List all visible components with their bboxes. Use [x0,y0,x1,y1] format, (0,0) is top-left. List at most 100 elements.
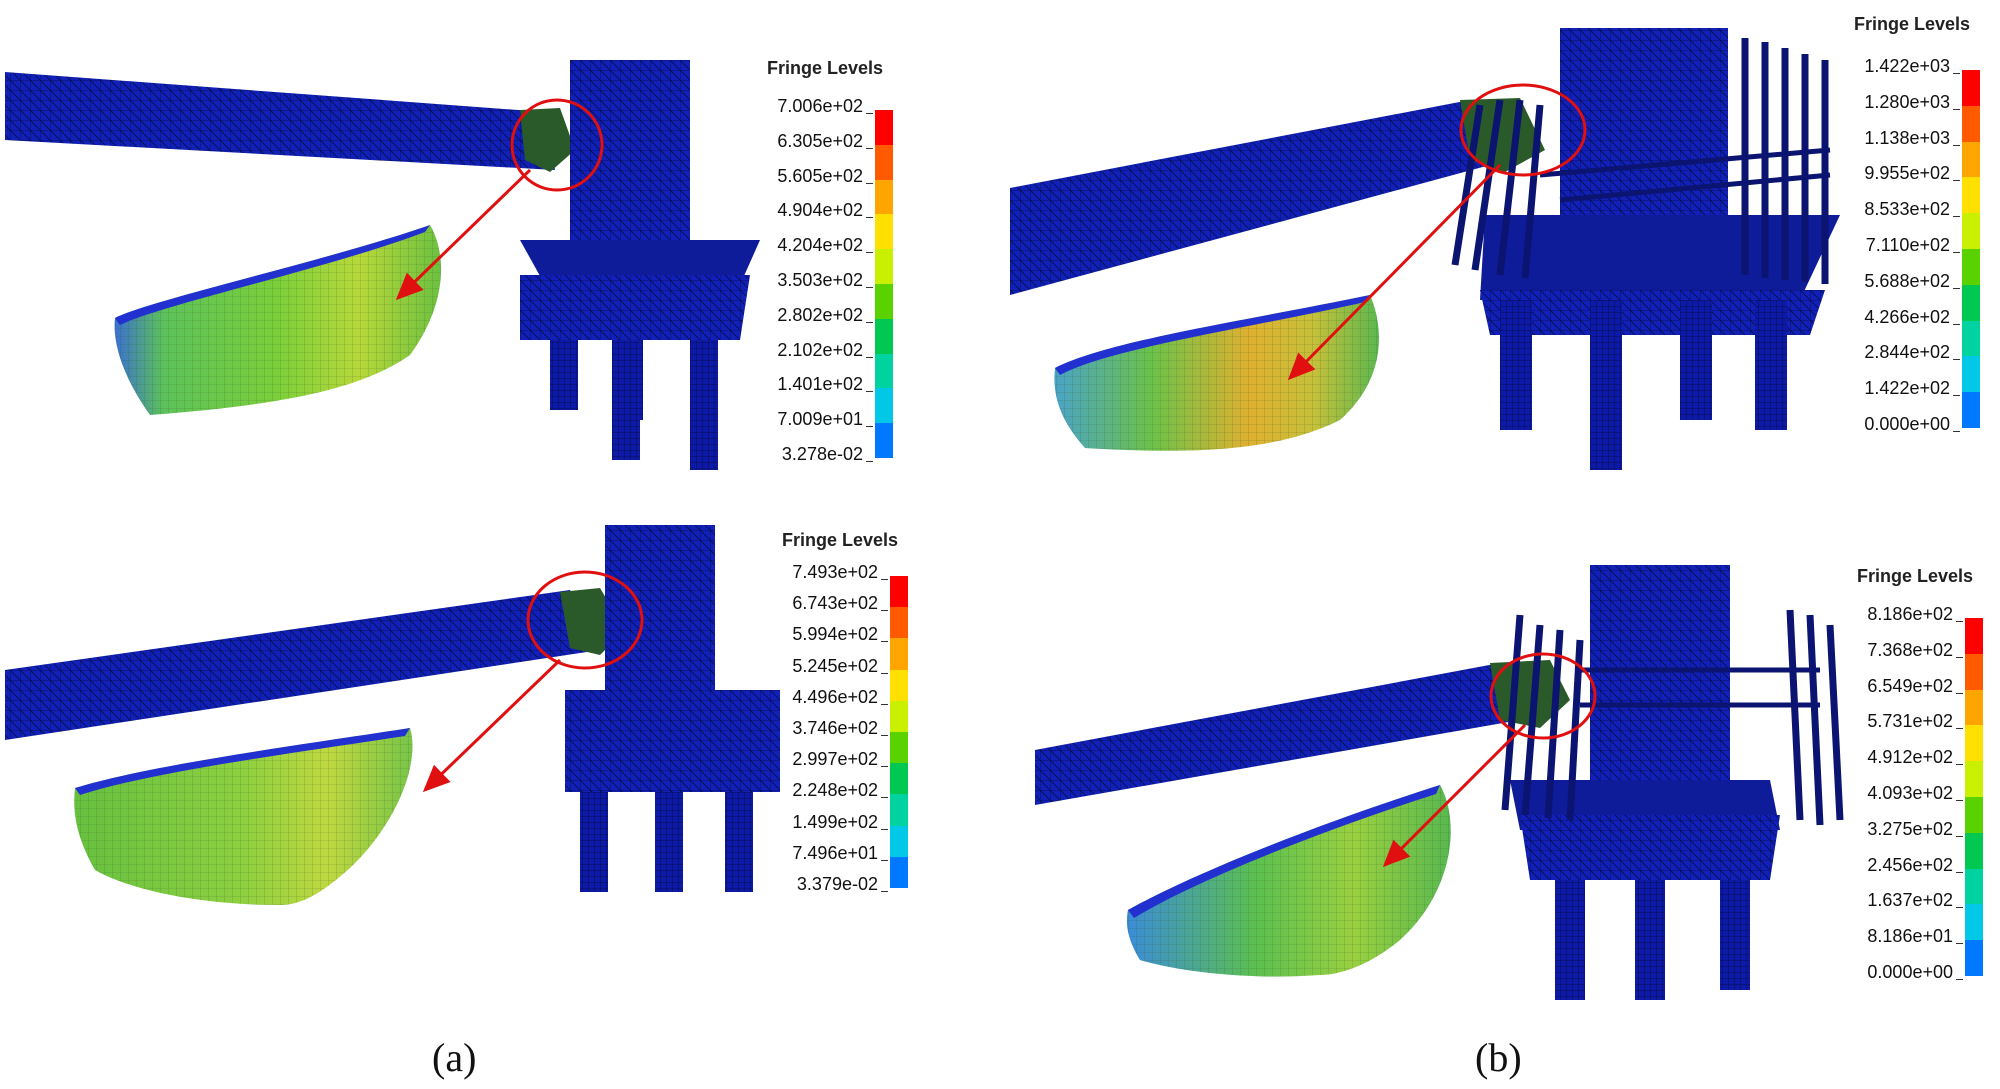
legend-level-label: 8.186e+01 [1867,926,1963,947]
legend-color-bar [875,110,893,459]
legend-swatch [890,763,908,795]
legend-level-label: 7.496e+01 [792,842,888,863]
pier-cap [1480,290,1825,335]
legend-swatch [875,353,893,389]
legend-swatch [1965,797,1983,834]
caption-a: (a) [432,1035,477,1080]
hull-mesh-overlay [1126,785,1451,977]
protective-fence [1451,38,1831,284]
legend-swatch [890,825,908,858]
hull-deck [1128,785,1440,918]
legend-swatch [875,249,893,285]
legend-swatch [875,110,893,146]
legend-level-label: 1.138e+03 [1864,127,1960,148]
hull-deck [75,728,410,795]
pile [655,792,683,892]
legend-level-label: 4.904e+02 [777,200,873,221]
legend-level-label: 1.499e+02 [792,811,888,832]
callout-arrow [1287,163,1502,381]
legend-level-label: 5.731e+02 [1867,711,1963,732]
legend-swatch [1965,618,1983,655]
pier-cap-top [520,240,760,285]
legend-level-label: 6.743e+02 [792,593,888,614]
legend-color-bar [890,576,908,889]
legend-swatch [875,318,893,355]
legend-level-label: 7.493e+02 [792,562,888,582]
legend-title: Fringe Levels [766,58,884,78]
pier-cap [565,690,780,792]
pile [1555,880,1585,1000]
legend-swatch [1962,392,1980,429]
legend-level-label: 6.549e+02 [1867,675,1963,696]
ship-beam [1010,100,1490,295]
legend-swatch [1962,177,1980,214]
hull-mesh-overlay [1054,295,1379,451]
legend-swatch [1965,904,1983,941]
legend-swatch [875,423,893,459]
legend-level-label: 1.422e+03 [1864,56,1960,76]
legend-swatch [1965,689,1983,726]
pile [1755,300,1787,430]
legend-level-label: 8.533e+02 [1864,199,1960,220]
protective-fence [1501,609,1844,826]
pile [690,340,718,470]
legend-level-label: 6.305e+02 [777,130,873,151]
hull-mesh-overlay [114,225,442,415]
pile [1635,880,1665,1000]
legend-swatch [1962,213,1980,250]
panel-b-top [1010,28,1840,470]
legend-swatch [1962,141,1980,178]
legend-swatch [1965,868,1983,905]
hull-deck [1055,295,1370,375]
ship-beam [5,590,600,740]
legend-level-label: 1.422e+02 [1864,378,1960,399]
legend-swatch [875,284,893,320]
legend-swatch [1962,320,1980,357]
ship-beam [5,72,555,170]
panel-b-bottom [1035,565,1844,1000]
legend-swatch [890,607,908,639]
legend-swatch [890,732,908,764]
legend-swatch [1965,725,1983,762]
legend-level-label: 0.000e+00 [1867,962,1963,982]
legend-level-label: 4.093e+02 [1867,783,1963,803]
callout-arrow [395,168,532,301]
legend-level-label: 2.102e+02 [777,339,873,360]
pier-column [570,60,690,275]
legend-swatch [890,638,908,671]
legend-level-label: 0.000e+00 [1864,414,1960,434]
legend-swatch [875,388,893,424]
legend-swatch [1962,249,1980,286]
legend-swatch [1965,940,1983,977]
legend-color-bar [1962,70,1980,429]
ship-beam [1035,663,1520,805]
legend-title: Fringe Levels [781,530,899,550]
callout-arrow [422,658,562,793]
legend-level-label: 5.605e+02 [777,165,873,186]
legend-swatch [1962,284,1980,322]
pile [1720,880,1750,990]
panel-a-top [5,60,760,470]
legend-level-label: 3.746e+02 [792,718,888,738]
legend-swatch [1965,761,1983,798]
legend-swatch [875,144,893,181]
legend-level-label: 2.844e+02 [1864,342,1960,363]
legend-level-label: 9.955e+02 [1864,163,1960,184]
pile [1680,300,1712,420]
legend-title: Fringe Levels [1853,14,1971,34]
legend-level-label: 7.110e+02 [1865,235,1961,255]
legend-level-label: 8.186e+02 [1867,604,1963,624]
legend-level-label: 3.503e+02 [777,270,873,290]
legend-swatch [890,700,908,733]
legend-level-label: 4.496e+02 [792,686,888,707]
legend-level-label: 2.997e+02 [792,749,888,770]
panel-a-bottom [5,525,780,905]
pile [615,340,643,420]
legend-swatch [890,856,908,889]
legend-level-label: 2.802e+02 [777,304,873,325]
legend-swatch [1962,105,1980,143]
